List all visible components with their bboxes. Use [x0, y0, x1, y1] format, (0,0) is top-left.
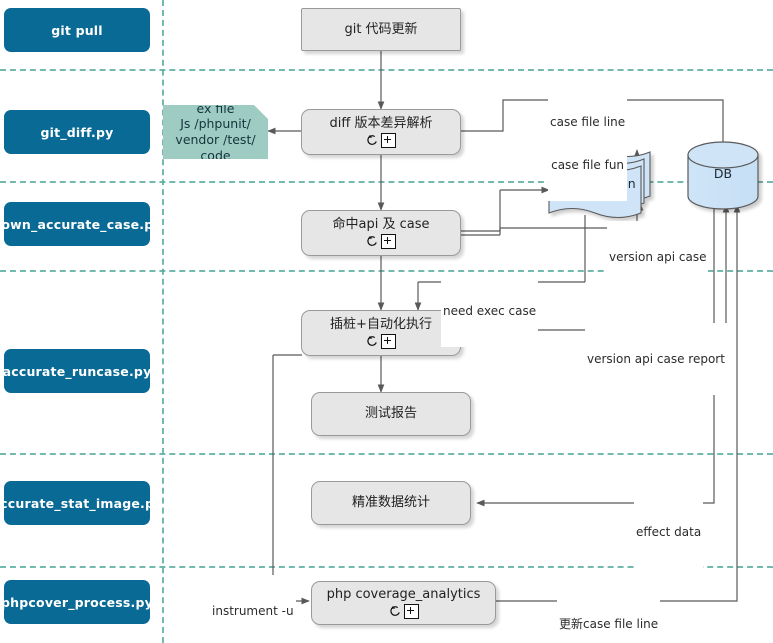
note-line-1: ex file	[196, 100, 235, 116]
loop-icon	[366, 235, 379, 248]
edge-label-line-2: case file fun	[551, 157, 625, 172]
loop-icon	[389, 605, 402, 618]
edge-label-line-1: need exec case	[443, 303, 537, 318]
plus-icon	[381, 132, 396, 148]
lane-divider-1	[0, 69, 773, 71]
edge-label-line-1: version api case report	[587, 351, 725, 366]
node-label: 测试报告	[364, 406, 417, 422]
edge-label-effect-data: effect data	[634, 496, 704, 568]
lane-label-text: git_diff.py	[40, 124, 114, 140]
lane-divider-3	[0, 270, 773, 272]
note-line-3: vendor /test/ code	[175, 132, 256, 163]
note-line-2: Js /phpunit/	[180, 116, 251, 132]
node-label: git 代码更新	[344, 21, 418, 37]
edge-label-line-1: instrument -u	[212, 603, 294, 618]
edge-label-line-1: version api case	[609, 249, 707, 264]
edge-label-line-1: case file line	[550, 114, 626, 129]
edge-label-instrument-u: instrument -u	[210, 575, 296, 643]
lane-label-git-pull[interactable]: git pull	[4, 8, 150, 52]
plus-icon	[403, 603, 419, 619]
node-git-update[interactable]: git 代码更新	[301, 8, 461, 51]
lane-label-accurate-stat-image[interactable]: accurate_stat_image.py	[0, 481, 162, 525]
loop-icon	[366, 134, 379, 147]
node-label: diff 版本差异解析	[329, 116, 433, 132]
lane-divider-2	[0, 181, 773, 183]
lane-label-down-accurate-case[interactable]: down_accurate_case.py	[0, 202, 162, 246]
plus-icon	[381, 333, 396, 349]
subprocess-marks	[366, 132, 396, 148]
edge-label-line-1: effect data	[636, 524, 702, 539]
node-php-coverage[interactable]: php coverage_analytics	[311, 581, 496, 625]
lane-divider-5	[0, 566, 773, 568]
lane-label-text: accurate_stat_image.py	[0, 495, 163, 511]
node-accurate-stat[interactable]: 精准数据统计	[311, 481, 471, 525]
node-label: php coverage_analytics	[326, 587, 481, 603]
edge-label-line-1: 更新case file line	[559, 616, 659, 631]
lane-label-text: accurate_runcase.py	[2, 363, 152, 379]
note-ex-file: ex file Js /phpunit/ vendor /test/ code	[163, 105, 268, 159]
lane-label-text: git pull	[51, 22, 103, 38]
cylinder-db	[687, 141, 759, 210]
cylinder-db-label: DB	[713, 166, 733, 181]
edge-label-version-api-case-report: version api case report	[585, 323, 727, 395]
node-diff-parse[interactable]: diff 版本差异解析	[301, 109, 461, 155]
loop-icon	[366, 335, 379, 348]
subprocess-marks	[366, 233, 396, 249]
node-instrument-exec[interactable]: 插桩+自动化执行	[301, 310, 461, 356]
lane-label-accurate-runcase[interactable]: accurate_runcase.py	[2, 349, 152, 393]
lane-vertical-divider	[162, 0, 164, 643]
lane-label-phpcover-process[interactable]: phpcover_process.py	[1, 580, 153, 624]
node-label: 插桩+自动化执行	[330, 317, 432, 333]
lane-label-text: phpcover_process.py	[1, 594, 153, 610]
edge-label-case-file-line-fun: case file line case file fun	[548, 86, 628, 202]
lane-label-text: down_accurate_case.py	[0, 216, 162, 232]
edge-label-update-case-file: 更新case file line case file fun	[557, 588, 661, 643]
node-test-report[interactable]: 测试报告	[311, 392, 471, 436]
plus-icon	[381, 233, 396, 249]
edge-label-version-api-case: version api case	[607, 221, 709, 293]
node-label: 精准数据统计	[351, 495, 430, 511]
subprocess-marks	[366, 333, 396, 349]
edge-label-need-exec-case: need exec case	[441, 275, 539, 347]
edge-hitcase-right-stub	[461, 190, 501, 232]
node-label: 命中api 及 case	[332, 217, 430, 233]
node-hit-api-case[interactable]: 命中api 及 case	[301, 210, 461, 256]
lane-divider-4	[0, 453, 773, 455]
subprocess-marks	[389, 603, 419, 619]
lane-label-git-diff[interactable]: git_diff.py	[4, 110, 150, 154]
